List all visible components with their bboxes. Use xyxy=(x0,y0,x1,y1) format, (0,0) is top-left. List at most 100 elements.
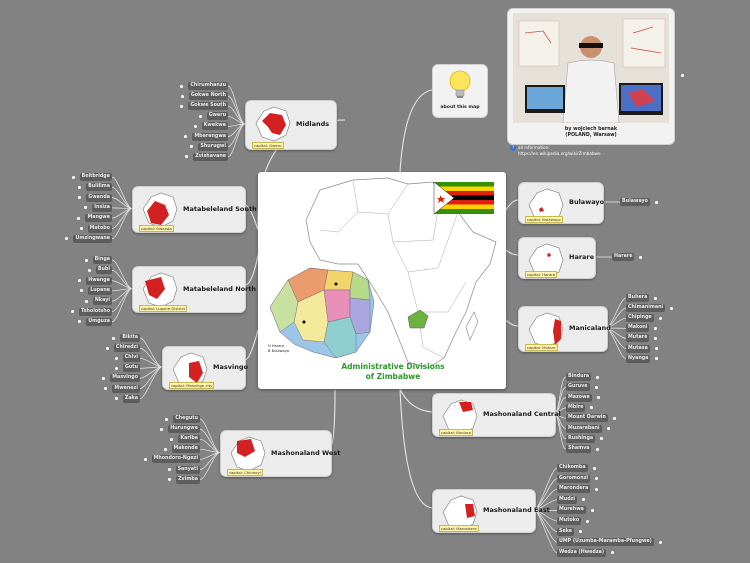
leaf-expand-dot[interactable] xyxy=(112,336,116,340)
leaf-expand-dot[interactable] xyxy=(102,376,106,380)
leaf-expand-dot[interactable] xyxy=(654,336,658,340)
leaf-expand-dot[interactable] xyxy=(143,457,147,461)
leaf-expand-dot[interactable] xyxy=(180,94,184,98)
district-leaf[interactable]: Matobo xyxy=(87,224,112,233)
district-leaf[interactable]: Chiredzi xyxy=(113,344,140,353)
leaf-expand-dot[interactable] xyxy=(654,200,658,204)
district-leaf[interactable]: Gutu xyxy=(122,364,140,373)
district-leaf[interactable]: UMP (Uzumba-Maramba-Pfungwe) xyxy=(557,538,654,547)
district-leaf[interactable]: Umzingwane xyxy=(73,234,112,243)
leaf-expand-dot[interactable] xyxy=(654,296,658,300)
leaf-expand-dot[interactable] xyxy=(168,478,172,482)
district-leaf[interactable]: Bubi xyxy=(95,266,112,275)
leaf-expand-dot[interactable] xyxy=(611,551,615,555)
district-leaf[interactable]: Mberengwa xyxy=(192,132,228,141)
leaf-expand-dot[interactable] xyxy=(190,145,194,149)
district-leaf[interactable]: Binga xyxy=(92,256,112,264)
center-map-node[interactable]: H Harare B Bulawayo Administrative Divis… xyxy=(258,172,506,389)
leaf-expand-dot[interactable] xyxy=(79,227,83,230)
leaf-expand-dot[interactable] xyxy=(78,196,82,200)
leaf-expand-dot[interactable] xyxy=(579,530,583,534)
district-leaf[interactable]: Mwenezi xyxy=(112,384,140,393)
district-leaf[interactable]: Marondera xyxy=(557,485,591,494)
district-leaf[interactable]: Hwange xyxy=(86,276,112,285)
leaf-expand-dot[interactable] xyxy=(84,206,88,210)
district-leaf[interactable]: Seke xyxy=(557,527,575,536)
leaf-expand-dot[interactable] xyxy=(590,508,594,512)
leaf-expand-dot[interactable] xyxy=(185,155,189,159)
district-leaf[interactable]: Chipinge xyxy=(626,314,654,323)
leaf-expand-dot[interactable] xyxy=(592,466,596,470)
district-leaf[interactable]: Insiza xyxy=(92,203,112,212)
leaf-expand-dot[interactable] xyxy=(184,135,188,138)
leaf-expand-dot[interactable] xyxy=(606,427,610,430)
district-leaf[interactable]: Chivi xyxy=(122,354,140,363)
district-leaf[interactable]: Kariba xyxy=(178,435,200,444)
leaf-expand-dot[interactable] xyxy=(594,385,598,389)
district-leaf[interactable]: Mutoko xyxy=(557,517,582,525)
district-leaf[interactable]: Beitbridge xyxy=(79,173,112,181)
about-map-node[interactable]: about this map xyxy=(432,64,488,118)
leaf-expand-dot[interactable] xyxy=(596,447,600,451)
leaf-expand-dot[interactable] xyxy=(167,468,171,471)
district-leaf[interactable]: Gokwe South xyxy=(188,102,228,111)
district-leaf[interactable]: Makoni xyxy=(626,324,650,333)
district-leaf[interactable]: Mhondoro-Ngezi xyxy=(151,455,200,464)
district-leaf[interactable]: Umguza xyxy=(86,317,112,326)
district-leaf[interactable]: Masvingo xyxy=(110,374,140,383)
district-leaf[interactable]: Muzarabani xyxy=(566,424,602,433)
leaf-expand-dot[interactable] xyxy=(654,347,658,350)
leaf-expand-dot[interactable] xyxy=(595,477,599,481)
leaf-expand-dot[interactable] xyxy=(595,487,599,491)
district-leaf[interactable]: Chikomba xyxy=(557,464,588,472)
district-leaf[interactable]: Mutasa xyxy=(626,344,650,353)
district-leaf[interactable]: Nyanga xyxy=(626,354,651,363)
district-leaf[interactable]: Bulawayo xyxy=(620,198,650,206)
district-leaf[interactable]: Gokwe North xyxy=(188,92,228,101)
district-leaf[interactable]: Zvimba xyxy=(176,475,200,484)
district-leaf[interactable]: Gwanda xyxy=(86,193,112,202)
leaf-expand-dot[interactable] xyxy=(612,416,616,420)
leaf-expand-dot[interactable] xyxy=(193,124,197,128)
district-leaf[interactable]: Goromonzi xyxy=(557,474,591,483)
leaf-expand-dot[interactable] xyxy=(670,306,674,310)
leaf-expand-dot[interactable] xyxy=(84,258,88,262)
leaf-expand-dot[interactable] xyxy=(596,396,600,400)
leaf-expand-dot[interactable] xyxy=(87,268,91,272)
district-leaf[interactable]: Mudzi xyxy=(557,495,578,504)
leaf-expand-dot[interactable] xyxy=(114,397,118,401)
district-leaf[interactable]: Tsholotsho xyxy=(79,307,112,316)
leaf-expand-dot[interactable] xyxy=(170,437,174,441)
district-leaf[interactable]: Bindura xyxy=(566,373,592,381)
district-leaf[interactable]: Mutare xyxy=(626,334,650,343)
author-expand-dot[interactable] xyxy=(681,74,684,77)
leaf-expand-dot[interactable] xyxy=(84,299,88,303)
district-leaf[interactable]: Mbire xyxy=(566,403,586,412)
district-leaf[interactable]: Bikita xyxy=(120,334,140,342)
district-leaf[interactable]: Bulilima xyxy=(86,183,112,192)
leaf-expand-dot[interactable] xyxy=(654,326,658,330)
author-node[interactable]: by wojciech bernak (POLAND, Warsaw) xyxy=(507,8,675,145)
leaf-expand-dot[interactable] xyxy=(105,346,109,350)
leaf-expand-dot[interactable] xyxy=(596,375,600,379)
district-leaf[interactable]: Guruve xyxy=(566,383,590,392)
district-leaf[interactable]: Kwekwe xyxy=(201,122,228,131)
district-leaf[interactable]: Chegutu xyxy=(173,415,200,423)
leaf-expand-dot[interactable] xyxy=(71,175,75,179)
district-leaf[interactable]: Mount Darwin xyxy=(566,414,608,423)
leaf-expand-dot[interactable] xyxy=(600,437,604,441)
district-leaf[interactable]: Zaka xyxy=(122,394,140,403)
leaf-expand-dot[interactable] xyxy=(590,406,594,410)
district-leaf[interactable]: Gweru xyxy=(206,112,228,121)
district-leaf[interactable]: Murehwa xyxy=(557,506,586,515)
leaf-expand-dot[interactable] xyxy=(658,540,662,544)
district-leaf[interactable]: Lupane xyxy=(88,286,112,295)
leaf-expand-dot[interactable] xyxy=(582,498,586,502)
district-leaf[interactable]: Shamva xyxy=(566,445,592,454)
leaf-expand-dot[interactable] xyxy=(78,279,82,283)
district-leaf[interactable]: Chirumhanzu xyxy=(188,82,228,90)
leaf-expand-dot[interactable] xyxy=(180,104,184,108)
